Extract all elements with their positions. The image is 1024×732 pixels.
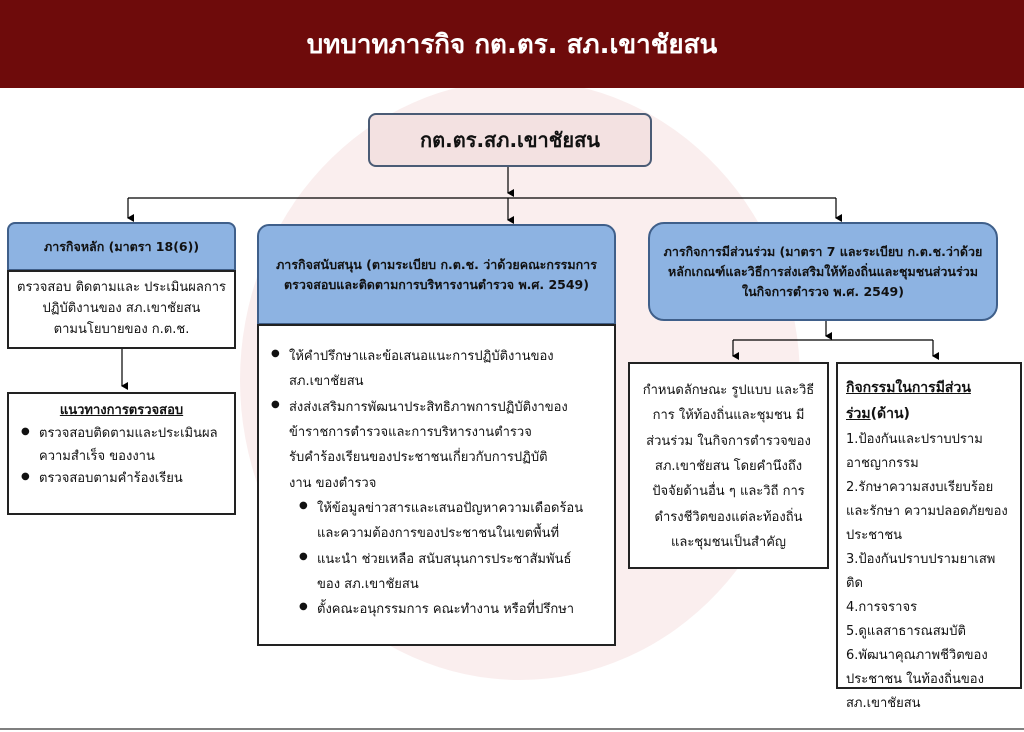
participation-activities: กิจกรรมในการมีส่วนร่วม(ด้าน) 1.ป้องกันแล… [836, 362, 1022, 711]
list-item: 6.พัฒนาคุณภาพชีวิตของประชาชน ในท้องถิ่นข… [846, 648, 988, 712]
participation-body: กำหนดลักษณะ รูปแบบ และวิธีการ ให้ท้องถิ่… [628, 362, 829, 569]
activities-title: กิจกรรมในการมีส่วนร่วม [846, 380, 971, 422]
list-item: ตรวจสอบติดตามและประเมินผล ความสำเร็จ ของ… [17, 423, 226, 469]
list-item: ส่งส่งเสริมการพัฒนาประสิทธิภาพการปฏิบัติ… [267, 395, 606, 446]
list-item: ตรวจสอบตามคำร้องเรียน [17, 468, 226, 491]
list-item: ให้ข้อมูลข่าวสารและเสนอปัญหาความเดือดร้อ… [295, 496, 597, 547]
activities-title-suffix: (ด้าน) [870, 405, 910, 422]
root-node: กต.ตร.สภ.เขาชัยสน [368, 113, 652, 167]
participation-header: ภารกิจการมีส่วนร่วม (มาตรา 7 และระเบียบ … [648, 222, 998, 321]
list-item: 4.การจราจร [846, 600, 918, 616]
support-mission-header: ภารกิจสนับสนุน (ตามระเบียบ ก.ต.ช. ว่าด้ว… [257, 224, 616, 325]
main-mission-header: ภารกิจหลัก (มาตรา 18(6)) [7, 222, 236, 271]
inspection-guide-box: แนวทางการตรวจสอบ ตรวจสอบติดตามและประเมิน… [7, 392, 236, 515]
list-item: 1.ป้องกันและปราบปราม อาชญากรรม [846, 431, 983, 471]
list-item: 3.ป้องกันปราบปรามยาเสพติด [846, 552, 996, 592]
list-item: 5.ดูแลสาธารณสมบัติ [846, 624, 966, 640]
list-item: 2.รักษาความสงบเรียบร้อยและรักษา ความปลอด… [846, 479, 1008, 543]
main-mission-body: ตรวจสอบ ติดตามและ ประเมินผลการ ปฏิบัติงา… [7, 270, 236, 349]
list-item: ให้คำปรึกษาและข้อเสนอแนะการปฏิบัติงานของ… [267, 344, 606, 395]
text-line: ตามนโยบายของ ก.ต.ช. [53, 321, 190, 337]
page-title: บทบาทภารกิจ กต.ตร. สภ.เขาชัยสน [0, 0, 1024, 88]
support-mission-body: ให้คำปรึกษาและข้อเสนอแนะการปฏิบัติงานของ… [257, 324, 616, 646]
list-item: ตั้งคณะอนุกรรมการ คณะทำงาน หรือที่ปรึกษา [295, 597, 597, 622]
text-line: ตรวจสอบ ติดตามและ ประเมินผลการ [17, 280, 226, 295]
guide-title: แนวทางการตรวจสอบ [59, 403, 184, 418]
text-line: ปฏิบัติงานของ สภ.เขาชัยสน [42, 300, 201, 316]
list-item: แนะนำ ช่วยเหลือ สนับสนุนการประชาสัมพันธ์… [295, 547, 597, 598]
complaint-note: รับคำร้องเรียนของประชาชนเกี่ยวกับการปฏิบ… [289, 450, 548, 491]
